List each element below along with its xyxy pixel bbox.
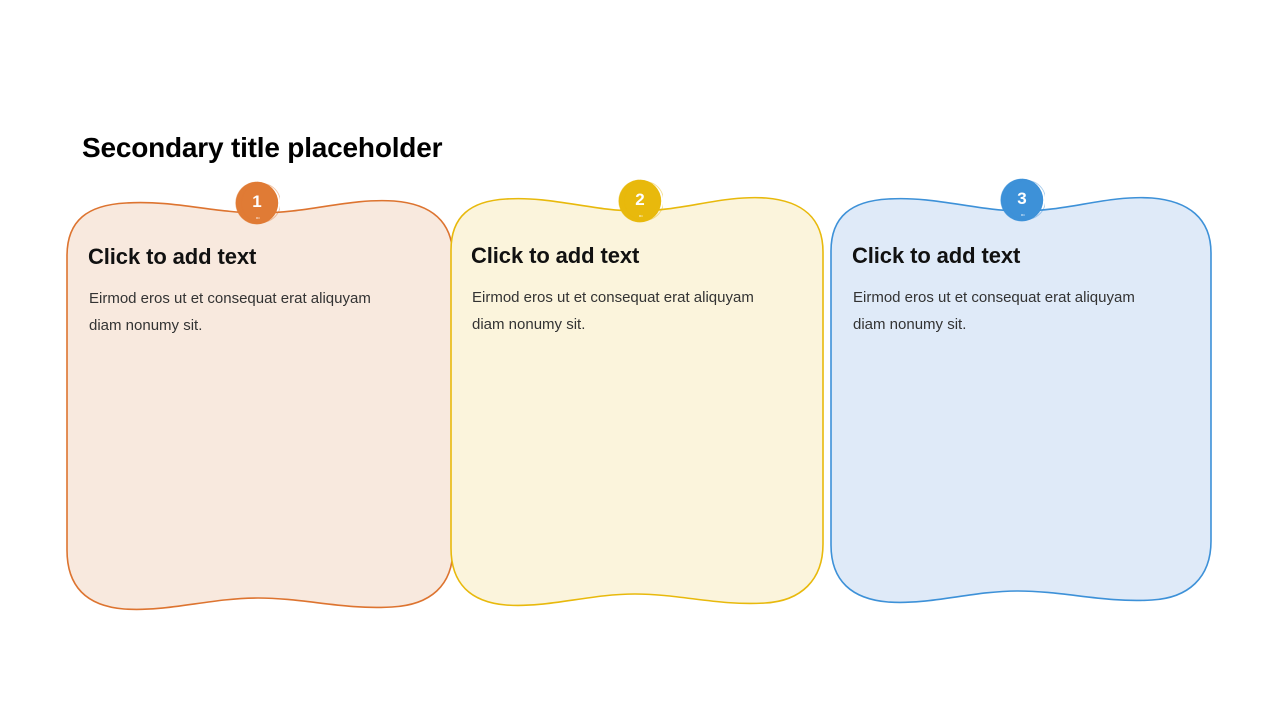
card-body-text-1[interactable]: Eirmod eros ut et consequat erat aliquya… bbox=[89, 290, 371, 334]
card-badge-1[interactable]: 1 bbox=[234, 180, 282, 226]
card-shape-2 bbox=[450, 196, 824, 607]
card-badge-number-3: 3 bbox=[1017, 189, 1027, 208]
badge-circle-icon-1 bbox=[235, 181, 282, 225]
badge-circle-icon-3 bbox=[1000, 178, 1047, 222]
content-card-1[interactable]: Click to add text Eirmod eros ut et cons… bbox=[64, 186, 456, 618]
card-heading-2[interactable]: Click to add text bbox=[471, 243, 640, 268]
content-card-2[interactable]: Click to add text Eirmod eros ut et cons… bbox=[448, 184, 826, 614]
badge-circle-icon-2 bbox=[618, 179, 665, 223]
card-heading-1[interactable]: Click to add text bbox=[88, 244, 257, 269]
card-badge-3[interactable]: 3 bbox=[999, 177, 1047, 223]
card-badge-number-2: 2 bbox=[635, 190, 645, 209]
card-body-text-2[interactable]: Eirmod eros ut et consequat erat aliquya… bbox=[472, 289, 754, 333]
card-badge-2[interactable]: 2 bbox=[617, 178, 665, 224]
content-card-3[interactable]: Click to add text Eirmod eros ut et cons… bbox=[828, 183, 1214, 611]
page-title[interactable]: Secondary title placeholder bbox=[82, 132, 443, 163]
card-content-3: Click to add text Eirmod eros ut et cons… bbox=[828, 183, 1214, 611]
card-heading-3[interactable]: Click to add text bbox=[852, 243, 1021, 268]
card-body-text-3[interactable]: Eirmod eros ut et consequat erat aliquya… bbox=[853, 289, 1135, 333]
card-badge-number-1: 1 bbox=[252, 192, 262, 211]
card-content-2: Click to add text Eirmod eros ut et cons… bbox=[448, 184, 826, 614]
card-shape-3 bbox=[830, 196, 1212, 604]
card-content-1: Click to add text Eirmod eros ut et cons… bbox=[64, 186, 456, 618]
